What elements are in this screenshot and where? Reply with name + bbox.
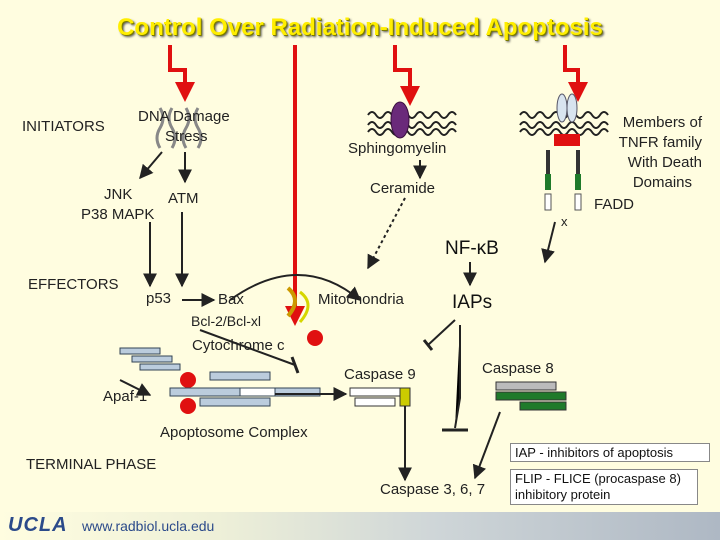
radiation-arrow-receptor [563, 45, 588, 102]
effectors-label: EFFECTORS [28, 276, 119, 293]
legend-flip: FLIP - FLICE (procaspase 8) inhibitory p… [510, 469, 698, 505]
tnfr-label-4: Domains [632, 174, 692, 191]
caspase8-icon [495, 381, 567, 411]
p38-label: P38 MAPK [81, 206, 155, 223]
apoptosome-icon [169, 371, 321, 414]
radiation-arrow-dna [168, 45, 195, 102]
bcl-label: Bcl-2/Bcl-xl [191, 313, 262, 329]
nfkb-label: NF-κB [445, 238, 499, 259]
fadd-label: FADD [594, 196, 635, 213]
ceramide-label: Ceramide [370, 180, 436, 197]
mitochondria-label: Mitochondria [318, 291, 404, 308]
legend-iap: IAP - inhibitors of apoptosis [510, 443, 710, 462]
tnfr-label-2: TNFR family [618, 134, 702, 151]
apaf-1-icon [119, 347, 181, 371]
stress-label: Stress [165, 128, 208, 145]
arrow-apaf [119, 379, 152, 396]
ucla-logo: UCLA [8, 514, 68, 536]
caspase8-label: Caspase 8 [482, 360, 554, 377]
cytochrome-dot-icon [307, 330, 323, 346]
line-cyto-apoptosome [199, 329, 296, 366]
cytochrome-label: Cytochrome c [192, 337, 285, 354]
arrow-receptor-to-nfkb [541, 221, 556, 264]
jnk-label: JNK [104, 186, 133, 203]
arrow-bax-mito [229, 274, 362, 301]
footer-url: www.radbiol.ucla.edu [82, 518, 215, 534]
apaf-label: Apaf-1 [103, 388, 148, 405]
caspase9-label: Caspase 9 [344, 366, 416, 383]
tnfr-label-3: With Death [627, 154, 702, 171]
slide-title: Control Over Radiation-Induced Apoptosis [117, 14, 603, 41]
caspase367-label: Caspase 3, 6, 7 [380, 481, 486, 498]
arrow-dna-jnk [139, 151, 163, 180]
sphingomyelin-label: Sphingomyelin [348, 140, 447, 157]
tnfr-label-1: Members of [622, 114, 702, 131]
arrow-ceramide-mito [367, 197, 406, 270]
dna-damage-label: DNA Damage [138, 108, 230, 125]
membrane-sphingomyelin-icon [367, 111, 457, 136]
x-label: x [561, 214, 568, 229]
tnfr-receptor-icon [544, 93, 582, 211]
radiation-arrow-membrane [393, 45, 420, 106]
dna-damage-icon [155, 107, 203, 149]
bax-bcl-cycle-icon [286, 286, 297, 318]
arrow-casp8-casp3 [472, 411, 501, 480]
atm-label: ATM [168, 190, 199, 207]
footer-bar [0, 512, 720, 540]
receptor-purple-icon [390, 101, 410, 139]
initiators-label: INITIATORS [22, 118, 105, 135]
terminal-phase-label: TERMINAL PHASE [26, 456, 157, 473]
iaps-label: IAPs [452, 292, 493, 313]
bax-label: Bax [218, 291, 244, 308]
caspase9-icon [349, 387, 411, 407]
inhibit-iaps-casp9 [427, 319, 456, 346]
inhibit-iaps-casp3 [454, 325, 461, 429]
apoptosome-label: Apoptosome Complex [160, 424, 308, 441]
p53-label: p53 [146, 290, 172, 307]
